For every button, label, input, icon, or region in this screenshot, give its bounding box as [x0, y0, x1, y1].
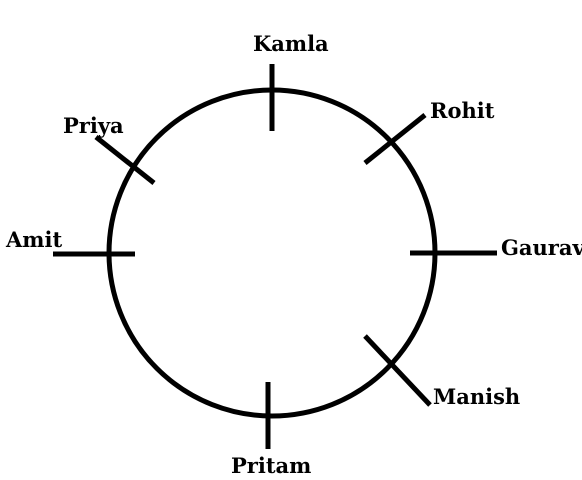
seat-label-gaurav: Gaurav: [501, 235, 582, 260]
seat-label-priya: Priya: [63, 113, 124, 138]
seat-label-rohit: Rohit: [430, 98, 495, 123]
seat-mark-manish: [363, 334, 432, 407]
seat-mark-rohit: [363, 113, 427, 165]
seat-label-manish: Manish: [433, 384, 521, 409]
round-table-circle: [106, 87, 438, 419]
seat-label-amit: Amit: [6, 227, 63, 252]
seat-label-kamla: Kamla: [253, 31, 329, 56]
seat-label-pritam: Pritam: [231, 453, 312, 478]
seat-mark-priya: [94, 135, 156, 185]
